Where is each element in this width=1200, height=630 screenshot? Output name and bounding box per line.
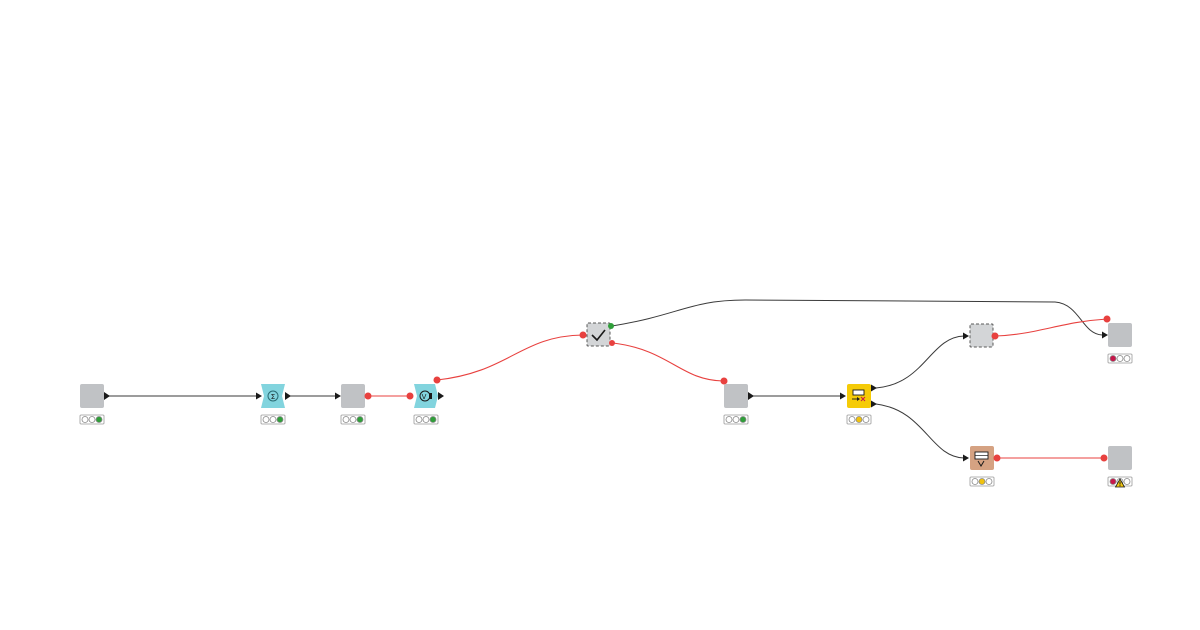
node-body[interactable] (80, 384, 104, 408)
sigma-icon: Σ (267, 390, 279, 402)
node-n6[interactable] (720, 377, 755, 425)
flow-variable-port-icon[interactable] (993, 454, 1001, 462)
connections-layer (108, 299, 1108, 462)
node-status-traffic-light (969, 476, 995, 487)
node-status-traffic-light (79, 414, 105, 425)
svg-text:Σ: Σ (271, 393, 275, 401)
output-port-icon[interactable] (748, 392, 754, 400)
node-body[interactable] (341, 384, 365, 408)
node-status-traffic-light (260, 414, 286, 425)
node-body[interactable] (724, 384, 748, 408)
flow-variable-port-icon[interactable] (609, 340, 615, 346)
node-status-traffic-light (846, 414, 872, 425)
node-body[interactable] (969, 323, 994, 348)
checkmark-icon (591, 329, 606, 342)
node-n7[interactable] (846, 384, 877, 425)
output-port-icon[interactable] (871, 384, 877, 392)
row-filter-icon (852, 389, 866, 402)
node-status-traffic-light (1107, 353, 1133, 364)
flow-variable-port-icon[interactable] (406, 392, 414, 400)
node-status-traffic-light (413, 414, 439, 425)
svg-text:V: V (422, 393, 427, 401)
arrow-icon (1102, 331, 1108, 339)
node-n8[interactable] (969, 323, 999, 348)
node-body[interactable] (414, 384, 438, 408)
node-n5[interactable] (579, 322, 616, 347)
arrow-icon (963, 454, 969, 462)
node-n2[interactable]: Σ (260, 384, 291, 425)
output-port-icon[interactable] (285, 392, 291, 400)
output-port-icon[interactable] (871, 400, 877, 408)
variable-icon: V (419, 390, 432, 402)
flow-variable-port-icon[interactable] (1103, 315, 1111, 323)
node-n3[interactable] (340, 384, 372, 425)
output-port-icon[interactable] (438, 392, 444, 400)
output-port-icon[interactable] (104, 392, 110, 400)
table-view-icon (974, 451, 989, 467)
arrow-icon (256, 392, 262, 400)
node-status-traffic-light (340, 414, 366, 425)
arrow-icon (840, 392, 846, 400)
node-body[interactable] (1108, 323, 1132, 347)
flow-variable-port-icon[interactable] (579, 331, 587, 339)
flow-variable-port-icon[interactable] (720, 377, 728, 385)
node-body[interactable] (847, 384, 871, 408)
arrow-icon (963, 332, 969, 340)
connection-n7-n10[interactable] (875, 403, 965, 459)
connection-n5-n6[interactable] (612, 342, 724, 382)
node-n4[interactable]: V (406, 376, 445, 425)
connection-n5-n9[interactable] (611, 299, 1103, 336)
node-status-traffic-light (723, 414, 749, 425)
node-n9[interactable] (1103, 315, 1133, 364)
arrow-icon (335, 392, 341, 400)
output-port-icon[interactable] (608, 323, 614, 329)
connection-n8-n9[interactable] (995, 318, 1108, 337)
flow-variable-port-icon[interactable] (991, 332, 999, 340)
node-body[interactable] (261, 384, 285, 408)
node-body[interactable] (586, 322, 611, 347)
flow-variable-port-icon[interactable] (364, 392, 372, 400)
node-n10[interactable] (969, 446, 1001, 487)
connection-n7-n8[interactable] (875, 335, 965, 389)
node-n1[interactable] (79, 384, 110, 425)
flow-variable-port-icon[interactable] (1100, 454, 1108, 462)
node-n11[interactable] (1100, 446, 1133, 488)
connection-n4-n5[interactable] (436, 334, 584, 381)
flow-variable-port-icon[interactable] (433, 376, 441, 384)
warning-icon[interactable] (1114, 478, 1126, 488)
node-body[interactable] (1108, 446, 1132, 470)
